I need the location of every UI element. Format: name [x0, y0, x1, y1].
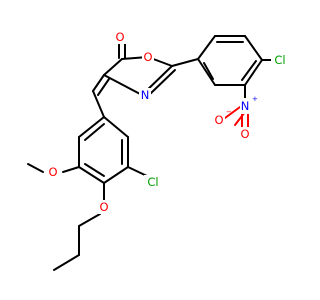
bond — [234, 111, 246, 126]
bond — [197, 58, 216, 86]
lower-benzene-ring — [78, 116, 129, 184]
bond — [78, 213, 101, 227]
atom-o-nitro-bottom: O — [240, 127, 249, 141]
atom-o-methoxy: O — [48, 165, 57, 179]
methylidene-bridge — [92, 74, 110, 118]
bond — [103, 58, 123, 76]
nitro-positive-charge: + — [252, 95, 258, 103]
bond — [171, 58, 199, 67]
bond — [97, 78, 110, 96]
bond — [224, 106, 241, 119]
atom-n-nitro: N — [241, 99, 250, 113]
atom-cl-top: Cl — [274, 53, 285, 67]
atom-n-ring: N — [141, 88, 150, 102]
bond — [62, 166, 80, 173]
bond — [92, 90, 105, 118]
atom-o-ring: O — [143, 50, 152, 64]
atom-cl-bottom: Cl — [147, 175, 158, 189]
molecule-canvas: O O N Cl N + O − O O Cl O — [27, 30, 289, 271]
bond — [78, 116, 105, 138]
atom-o-carbonyl: O — [115, 30, 124, 44]
bond — [244, 59, 263, 86]
nitro-negative-charge: − — [226, 108, 232, 116]
bond — [27, 163, 44, 173]
molecule-structure: O O N Cl N + O − O O Cl O — [27, 30, 289, 271]
bond — [149, 69, 176, 95]
bond — [241, 60, 257, 81]
bond — [103, 116, 129, 138]
bond — [197, 35, 216, 60]
bond — [53, 254, 80, 271]
bond — [103, 166, 129, 184]
lower-substituents — [27, 163, 148, 271]
upper-benzene-ring — [171, 35, 263, 86]
atom-labels: O O N Cl N + O − O O Cl O — [47, 30, 289, 214]
bond — [92, 74, 105, 92]
bond — [84, 163, 105, 177]
atom-o-nitro-left: O — [214, 113, 223, 127]
bond — [78, 166, 105, 184]
bond — [84, 123, 105, 141]
bond — [244, 35, 263, 61]
oxazolone-ring — [103, 39, 176, 96]
upper-substituents — [224, 59, 273, 129]
atom-o-propoxy: O — [99, 200, 108, 214]
bond — [103, 74, 143, 96]
bond — [127, 166, 148, 177]
bond — [203, 62, 214, 80]
